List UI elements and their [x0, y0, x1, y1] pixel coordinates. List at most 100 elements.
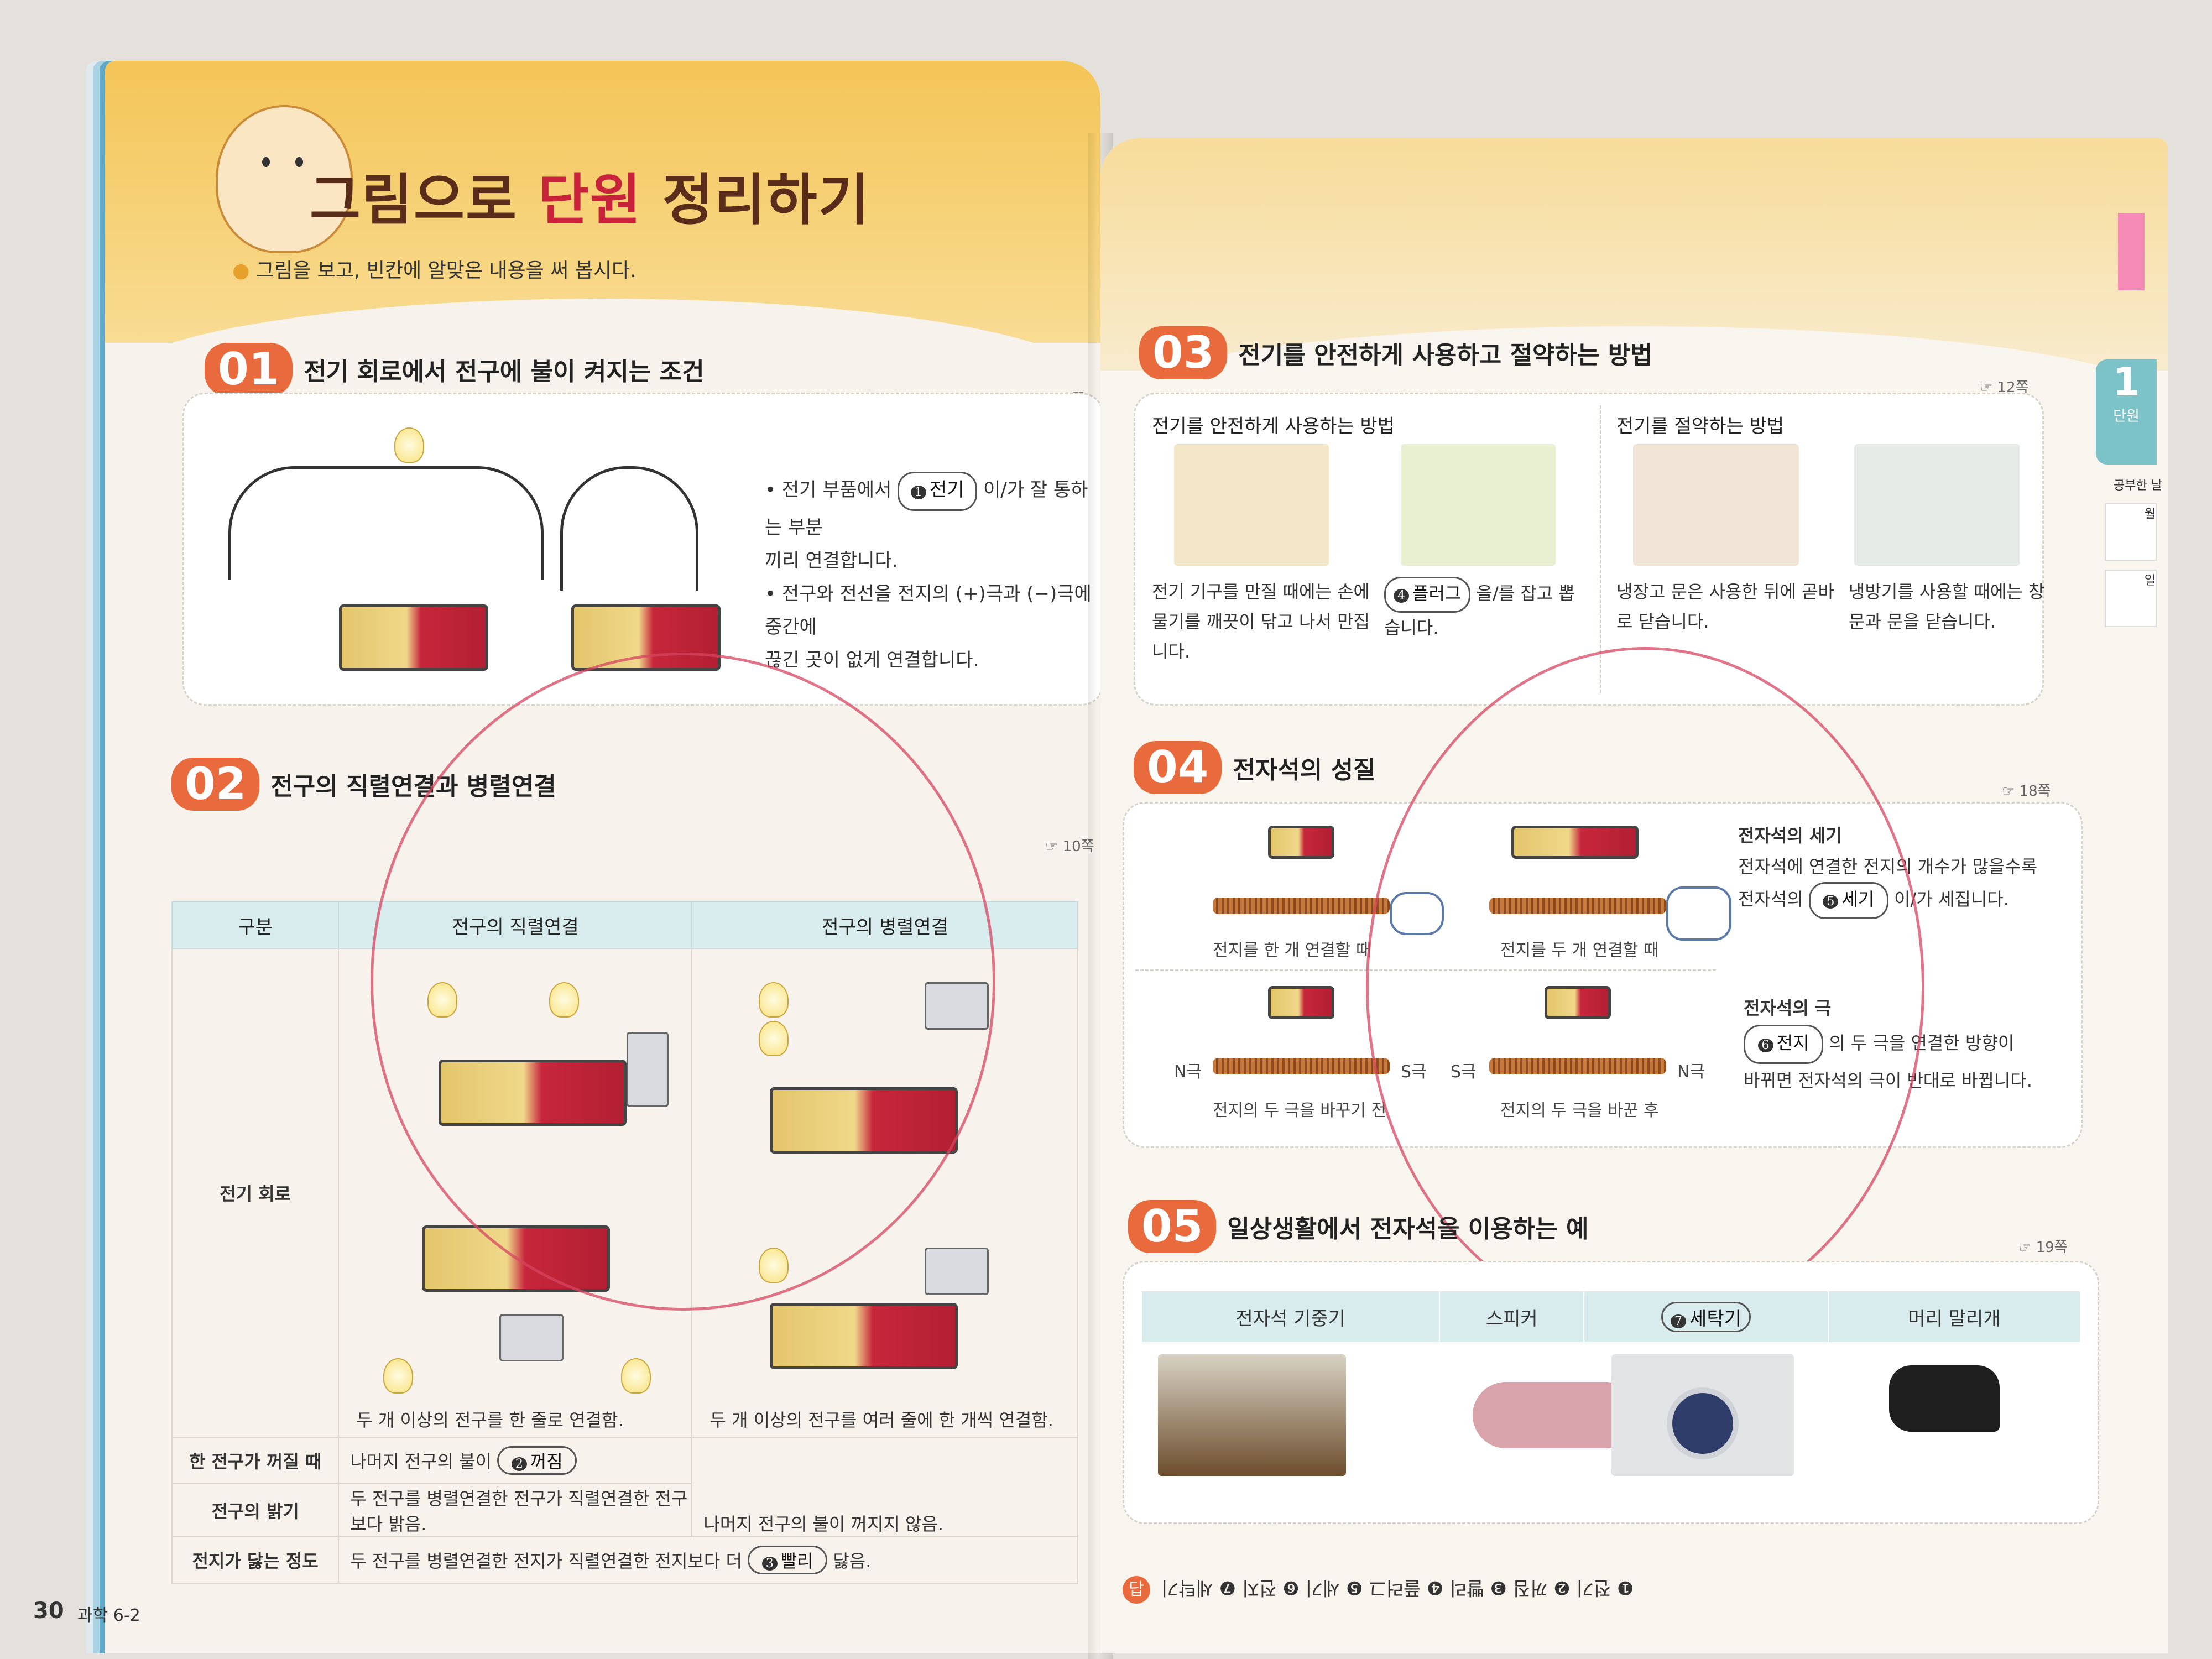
- bulb-icon: [383, 1358, 414, 1394]
- section-title: 전자석의 성질: [1233, 756, 1376, 784]
- text-line: 끊긴 곳이 없게 연결합니다.: [765, 649, 979, 671]
- bulb-icon: [621, 1358, 651, 1394]
- use-header: 스피커: [1439, 1290, 1585, 1343]
- use-header: 머리 말리개: [1827, 1290, 2081, 1343]
- saving-tip-2: 냉방기를 사용할 때에는 창문과 문을 닫습니다.: [1849, 581, 2045, 632]
- answer-key-label: 답: [1123, 1576, 1150, 1604]
- switch-icon: [499, 1314, 564, 1361]
- illustration-unplug: [1401, 444, 1556, 566]
- crane-image: [1158, 1354, 1346, 1476]
- parallel-description: 두 개 이상의 전구를 여러 줄에 한 개씩 연결함.: [709, 1410, 1053, 1431]
- use-image-cell: [1141, 1343, 1439, 1499]
- section-title: 전기 회로에서 전구에 불이 켜지는 조건: [304, 358, 705, 386]
- illustration-dry-hands: [1174, 444, 1329, 566]
- safety-tip-1: 전기 기구를 만질 때에는 손에 물기를 깨끗이 닦고 나서 만집니다.: [1152, 581, 1370, 662]
- text-line: • 전구와 전선을 전지의 (+)극과 (−)극에 중간에: [765, 583, 1092, 638]
- speaker-image: [1473, 1382, 1639, 1448]
- handwritten-answer: 플러그: [1412, 583, 1462, 604]
- row-label: 전지가 닳는 정도: [171, 1536, 340, 1584]
- subsection-title: 전기를 안전하게 사용하는 방법: [1152, 415, 1395, 437]
- washing-machine-image: [1611, 1354, 1794, 1476]
- right-banner: [1100, 138, 2168, 404]
- page-reference: ☞ 18쪽: [2002, 783, 2051, 800]
- mascot-icon: [216, 105, 353, 253]
- unit-number: 1: [2112, 359, 2140, 405]
- saving-tip-1: 냉장고 문은 사용한 뒤에 곧바로 닫습니다.: [1616, 581, 1834, 632]
- blank-number: 2: [511, 1457, 527, 1471]
- tip-text: 을/를 잡고 뽑습니다.: [1384, 583, 1575, 638]
- electromagnet-coil-icon: [1213, 898, 1390, 914]
- row-label: 전기 회로: [171, 948, 340, 1438]
- parallel-off-cell: 나머지 전구의 불이 꺼지지 않음.: [691, 1437, 1078, 1537]
- section-04-header: 04 전자석의 성질: [1134, 741, 1376, 794]
- right-page: 1 단원 공부한 날 월 일 03 전기를 안전하게 사용하고 절약하는 방법 …: [1100, 138, 2168, 1653]
- month-box: 월: [2105, 503, 2157, 561]
- illustration-refrigerator: [1633, 444, 1799, 566]
- use-image-cell: [1584, 1343, 1828, 1499]
- title-part: 정리하기: [662, 168, 870, 232]
- answer-key-upside-down: ❶ 전기 ❷ 꺼짐 ❸ 빨리 ❹ 플러그 ❺ 세기 ❻ 전지 ❼ 세탁기: [1161, 1577, 1634, 1599]
- blank-number: 3: [761, 1557, 778, 1571]
- switch-icon: [925, 1248, 989, 1295]
- title-part: 그림으로: [310, 168, 518, 232]
- section-03-header: 03 전기를 안전하게 사용하고 절약하는 방법: [1139, 326, 1653, 379]
- section-01-header: 01 전기 회로에서 전구에 불이 켜지는 조건: [205, 343, 705, 396]
- battery-icon: [770, 1303, 958, 1369]
- handwritten-answer: 세탁기: [1689, 1307, 1741, 1330]
- unit-tab: 1 단원: [2096, 359, 2157, 465]
- use-header: 전자석 기중기: [1140, 1290, 1441, 1343]
- divider: [1600, 405, 1601, 693]
- cell-text: 닳음.: [833, 1551, 872, 1572]
- use-image-cell: [1439, 1343, 1639, 1499]
- blank-number: 1: [910, 486, 926, 499]
- pencil-circle-mark: [371, 653, 995, 1311]
- section-number: 03: [1139, 326, 1228, 379]
- section-number: 02: [171, 758, 260, 811]
- row-label: 한 전구가 꺼질 때: [171, 1437, 340, 1484]
- sticky-note-tab: [2118, 213, 2145, 290]
- wire-icon: [560, 466, 698, 591]
- section-number: 04: [1134, 741, 1222, 794]
- handwritten-answer: 꺼짐: [530, 1451, 563, 1472]
- cell-text: 두 전구를 병렬연결한 전지가 직렬연결한 전지보다 더: [350, 1551, 742, 1572]
- mascot-eye-icon: [295, 157, 303, 167]
- page-reference: ☞ 10쪽: [1045, 838, 1094, 855]
- cell-text: 나머지 전구의 불이: [350, 1451, 492, 1472]
- bulb-icon: [394, 427, 424, 463]
- figure-caption: 전지의 두 극을 바꾸기 전: [1213, 1101, 1387, 1120]
- table-row: 전구의 밝기 두 전구를 병렬연결한 전구가 직렬연결한 전구보다 밝음.: [171, 1483, 1078, 1537]
- page-reference: ☞ 19쪽: [2018, 1239, 2068, 1256]
- table-row: 전지가 닳는 정도 두 전구를 병렬연결한 전지가 직렬연결한 전지보다 더 3…: [171, 1536, 1078, 1584]
- section-title: 전기를 안전하게 사용하고 절약하는 방법: [1238, 341, 1653, 369]
- instruction: 그림을 보고, 빈칸에 알맞은 내용을 써 봅시다.: [232, 254, 637, 283]
- page-title: 그림으로 단원 정리하기: [310, 155, 870, 235]
- study-date-label: 공부한 날: [2114, 479, 2162, 493]
- section-number: 01: [205, 343, 293, 396]
- use-image-cell: [1828, 1343, 2080, 1499]
- figure-caption: 전지를 한 개 연결할 때: [1213, 941, 1371, 960]
- left-page: 그림으로 단원 정리하기 그림을 보고, 빈칸에 알맞은 내용을 써 봅시다. …: [33, 61, 1104, 1653]
- handwritten-answer: 전기: [929, 479, 964, 501]
- pole-label: N극: [1174, 1062, 1202, 1082]
- washer-door-icon: [1667, 1387, 1739, 1459]
- section-title: 일상생활에서 전자석을 이용하는 예: [1227, 1215, 1589, 1243]
- hair-dryer-image: [1888, 1365, 2000, 1432]
- section-number: 05: [1128, 1200, 1217, 1253]
- mascot-eye-icon: [262, 157, 270, 167]
- blank-number: 4: [1394, 589, 1409, 603]
- wire-icon: [228, 466, 544, 580]
- electromagnet-coil-icon: [1213, 1058, 1390, 1074]
- row-label: 전구의 밝기: [171, 1483, 340, 1537]
